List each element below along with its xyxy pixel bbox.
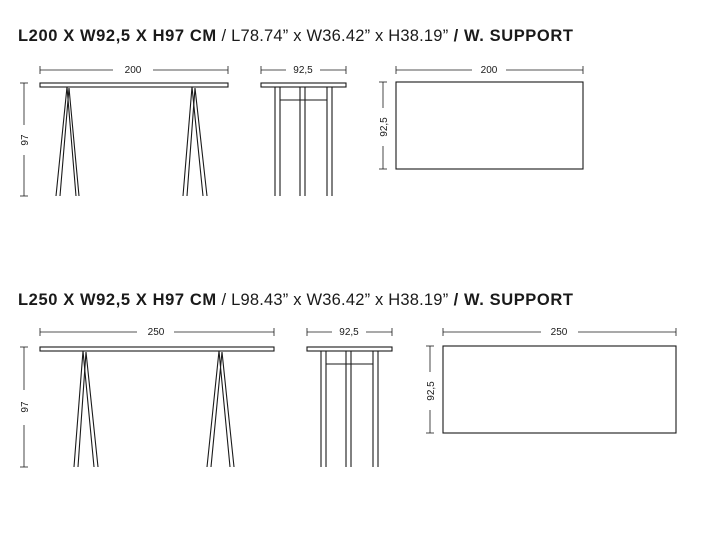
section-1-side-view: 92,5 [260, 65, 347, 196]
section-1-front-length-label: 200 [125, 65, 142, 76]
section-1-front-left-trestle [55, 86, 80, 197]
section-1-top-view-tabletop [395, 81, 584, 170]
section-1-separator-2: / [448, 27, 464, 45]
section-2-imperial-dimensions: L98.43” x W36.42” x H38.19” [231, 291, 449, 309]
section-2-top-length-dimension: 250 [442, 327, 677, 338]
section-1-metric-dimensions: L200 X W92,5 X H97 CM [18, 27, 217, 45]
section-2-front-length-label: 250 [148, 327, 165, 338]
section-1-side-tabletop [260, 82, 347, 88]
section-2-front-left-trestle [73, 350, 99, 468]
section-2-side-view: 92,5 [306, 327, 393, 467]
section-2-heading: L250 X W92,5 X H97 CM / L98.43” x W36.42… [18, 291, 574, 310]
section-2-front-right-trestle [206, 350, 235, 468]
section-2-top-width-label: 92,5 [426, 381, 437, 401]
section-1-top-width-label: 92,5 [379, 117, 390, 137]
section-2-front-tabletop [39, 346, 275, 352]
section-2-side-tabletop [306, 346, 393, 352]
section-2-top-view: 250 92,5 [426, 327, 677, 434]
section-2-front-length-dimension: 250 [39, 327, 275, 338]
section-2-top-length-label: 250 [551, 327, 568, 338]
section-1-top-length-label: 200 [481, 65, 498, 76]
section-2-height-label: 97 [20, 401, 31, 413]
section-2-top-width-dimension: 92,5 [426, 345, 437, 434]
section-2-side-legs [320, 351, 379, 467]
section-1-support-label: W. SUPPORT [463, 27, 574, 45]
section-1-top-length-dimension: 200 [395, 65, 584, 76]
section-1-front-length-dimension: 200 [39, 65, 229, 76]
section-1-height-label: 97 [20, 134, 31, 146]
section-1-imperial-dimensions: L78.74” x W36.42” x H38.19” [231, 27, 449, 45]
section-2-metric-dimensions: L250 X W92,5 X H97 CM [18, 291, 217, 309]
section-1-height-dimension: 97 [20, 82, 31, 197]
section-2-support-label: W. SUPPORT [463, 291, 574, 309]
section-2-separator-1: / [216, 291, 232, 309]
section-1-front-view: 200 97 [20, 65, 229, 197]
section-1-separator-1: / [216, 27, 232, 45]
section-1-front-right-trestle [182, 86, 208, 197]
section-1-side-width-dimension: 92,5 [260, 65, 347, 76]
section-1-front-tabletop [39, 82, 229, 88]
section-2-top-view-tabletop [442, 345, 677, 434]
section-2-height-dimension: 97 [20, 346, 31, 468]
section-2-side-width-dimension: 92,5 [306, 327, 393, 338]
section-2-separator-2: / [448, 291, 464, 309]
section-1-side-width-label: 92,5 [293, 65, 313, 76]
section-2-front-view: 250 97 [20, 327, 275, 468]
section-1-side-legs [274, 87, 333, 196]
section-2-side-width-label: 92,5 [339, 327, 359, 338]
section-1-top-width-dimension: 92,5 [379, 81, 390, 170]
section-1-top-view: 200 92,5 [379, 65, 584, 170]
section-1-heading: L200 X W92,5 X H97 CM / L78.74” x W36.42… [18, 27, 574, 46]
